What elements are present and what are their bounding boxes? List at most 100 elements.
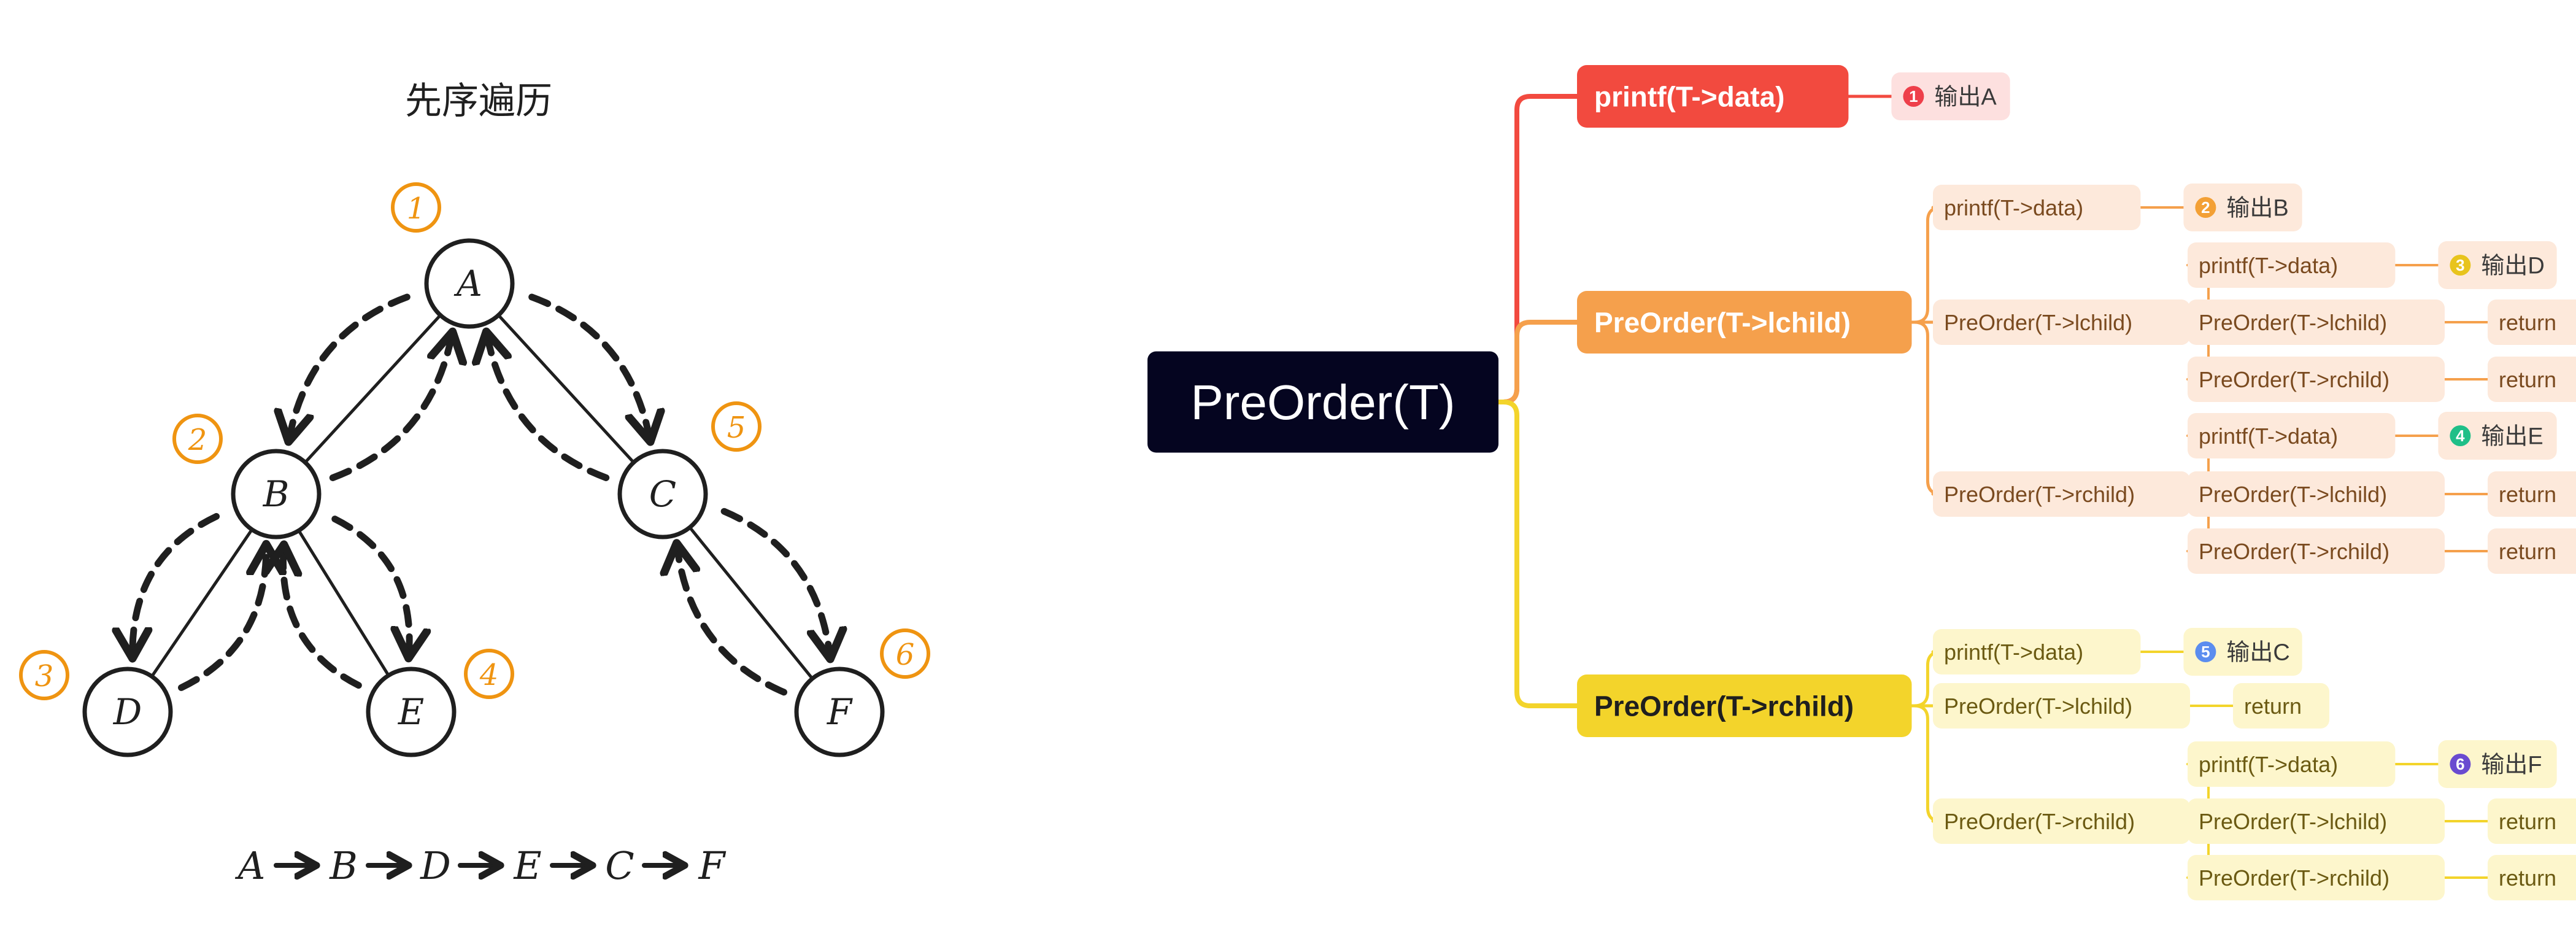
tree-edge-A-C [496, 314, 636, 464]
return-label: return [2499, 310, 2556, 335]
branch-node-1 [1577, 65, 1849, 128]
return-label: return [2499, 809, 2556, 834]
call-node-label: PreOrder(T->lchild) [1944, 310, 2132, 335]
return-node [2488, 357, 2576, 402]
call-node [2188, 242, 2396, 288]
tree-node-F: F [794, 667, 885, 757]
call-node [2188, 741, 2396, 787]
order-number-badge [2450, 425, 2471, 446]
order-badge-2: 2 [172, 414, 223, 464]
tree-edge-B-D [150, 528, 254, 678]
tree-node-circle [424, 238, 515, 329]
order-badge-3: 3 [19, 650, 69, 700]
return-node [2488, 855, 2576, 900]
tree-title: 先序遍历 [405, 80, 552, 123]
order-number: 4 [2456, 427, 2465, 445]
order-badge-number: 1 [407, 191, 426, 226]
order-number-badge [2195, 641, 2216, 662]
branch-node-3 [1577, 674, 1912, 737]
call-node-label: PreOrder(T->lchild) [2199, 482, 2387, 507]
output-tag [2438, 241, 2557, 289]
return-node [2488, 471, 2576, 517]
return-label: return [2244, 694, 2302, 719]
order-badge-number: 2 [188, 423, 207, 457]
order-number: 5 [2201, 643, 2210, 661]
tree-node-label: B [263, 473, 290, 515]
tree-node-D: D [82, 667, 173, 757]
call-node-label: PreOrder(T->rchild) [2199, 865, 2389, 891]
return-node [2233, 683, 2329, 729]
branch-label: PreOrder(T->lchild) [1594, 307, 1851, 339]
order-badge-number: 6 [896, 638, 915, 672]
order-badge-number: 3 [35, 659, 54, 694]
call-node [1933, 185, 2141, 230]
call-node [1933, 471, 2191, 517]
output-tag [2438, 740, 2557, 788]
tree-node-label: C [649, 473, 676, 515]
call-node-label: PreOrder(T->lchild) [2199, 809, 2387, 834]
order-number-badge [2450, 255, 2471, 276]
tree-node-A: A [424, 238, 515, 329]
tree-edge-C-F [688, 525, 814, 681]
traverse-arrow-A-B [289, 293, 411, 439]
sequence-item: F [698, 843, 726, 888]
output-tag-label: 输出D [2481, 253, 2544, 279]
tree-node-circle [82, 667, 173, 757]
return-arrow-C-A [487, 334, 610, 481]
order-number: 1 [1909, 87, 1918, 106]
order-badge-6: 6 [880, 628, 930, 679]
root-node [1147, 351, 1498, 453]
return-label: return [2499, 539, 2556, 564]
tree-node-circle [366, 667, 457, 757]
call-node [2188, 413, 2396, 458]
call-node-label: PreOrder(T->rchild) [2199, 367, 2389, 392]
call-node [2188, 528, 2445, 574]
return-label: return [2499, 865, 2556, 891]
tree-node-label: A [453, 263, 482, 304]
call-node-label: printf(T->data) [2199, 253, 2338, 278]
branch-connector-red [1496, 94, 1579, 404]
call-node-label: printf(T->data) [1944, 195, 2083, 220]
order-badge-5: 5 [711, 401, 762, 452]
call-node [1933, 300, 2191, 345]
sequence-item: C [605, 843, 634, 888]
output-tag-label: 输出E [2481, 424, 2543, 450]
tree-node-label: E [398, 691, 424, 733]
output-tag [2438, 412, 2557, 460]
tree-node-circle [617, 449, 708, 539]
return-node [2488, 300, 2576, 345]
call-node [1933, 798, 2191, 844]
tree-edge-A-B [303, 314, 442, 464]
return-arrow-F-C [677, 546, 788, 696]
output-tag [1891, 72, 2010, 120]
output-tag [2183, 628, 2302, 676]
root-label: PreOrder(T) [1190, 375, 1455, 430]
branch-connector-yellow [1496, 400, 1579, 708]
order-badge-4: 4 [464, 649, 514, 699]
output-tag [2183, 184, 2302, 231]
sequence-item: B [329, 843, 358, 888]
tree-node-circle [794, 667, 885, 757]
tree-node-B: B [231, 449, 322, 539]
order-badge-1: 1 [391, 182, 441, 233]
traverse-arrow-A-C [528, 293, 650, 439]
call-node-label: PreOrder(T->rchild) [1944, 482, 2135, 507]
tree-node-C: C [617, 449, 708, 539]
tree-node-E: E [366, 667, 457, 757]
branch-label: PreOrder(T->rchild) [1594, 690, 1854, 722]
mindmap-connector [1907, 320, 1942, 496]
return-node [2488, 798, 2576, 844]
branch-connector-orange [1496, 320, 1579, 404]
call-node-label: PreOrder(T->lchild) [1944, 694, 2132, 719]
return-arrow-B-A [329, 334, 452, 481]
output-tag-label: 输出C [2226, 640, 2289, 666]
call-node-label: PreOrder(T->lchild) [2199, 310, 2387, 335]
call-node [2188, 471, 2445, 517]
traverse-arrow-B-D [133, 512, 220, 655]
sequence-item: E [513, 843, 541, 888]
call-node [2188, 798, 2445, 844]
tree-node-label: F [827, 691, 853, 733]
call-node [2188, 300, 2445, 345]
